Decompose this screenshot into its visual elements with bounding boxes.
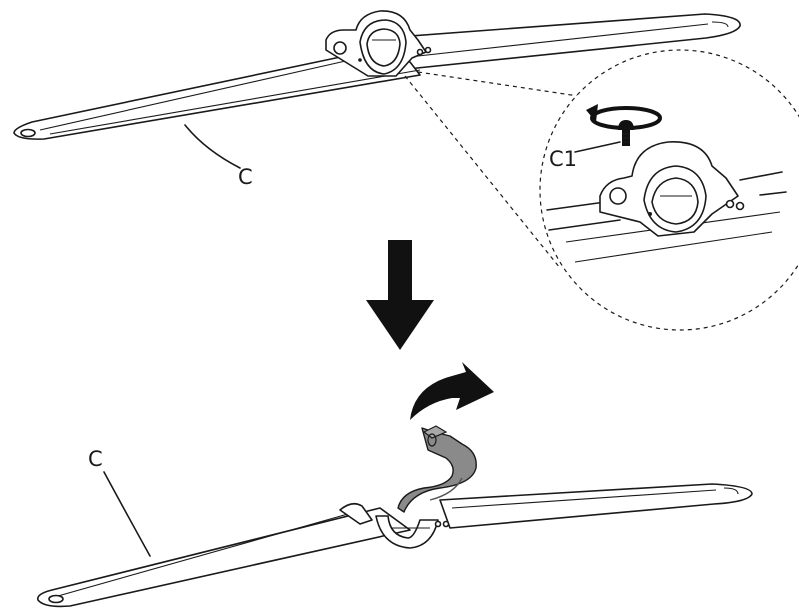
bottom-spray-arm (36, 425, 753, 608)
top-arm-label: C (238, 165, 253, 189)
top-spray-arm (13, 10, 741, 140)
hub-clip (397, 425, 477, 513)
bottom-arm-end-hole (48, 594, 64, 604)
screw-label: C1 (549, 147, 577, 171)
detail-callout (404, 49, 799, 331)
arm-end-hole (20, 128, 36, 138)
rotate-arrow-icon (586, 104, 662, 130)
detail-screw-hole (609, 187, 627, 205)
screw-leader (574, 141, 621, 153)
bottom-arm-leader (103, 471, 151, 557)
down-arrow-icon (366, 240, 434, 350)
top-arm-leader (184, 124, 241, 169)
curved-arrow-icon (410, 362, 494, 420)
bottom-arm-label: C (88, 447, 103, 471)
hub-screw-hole (333, 41, 347, 55)
